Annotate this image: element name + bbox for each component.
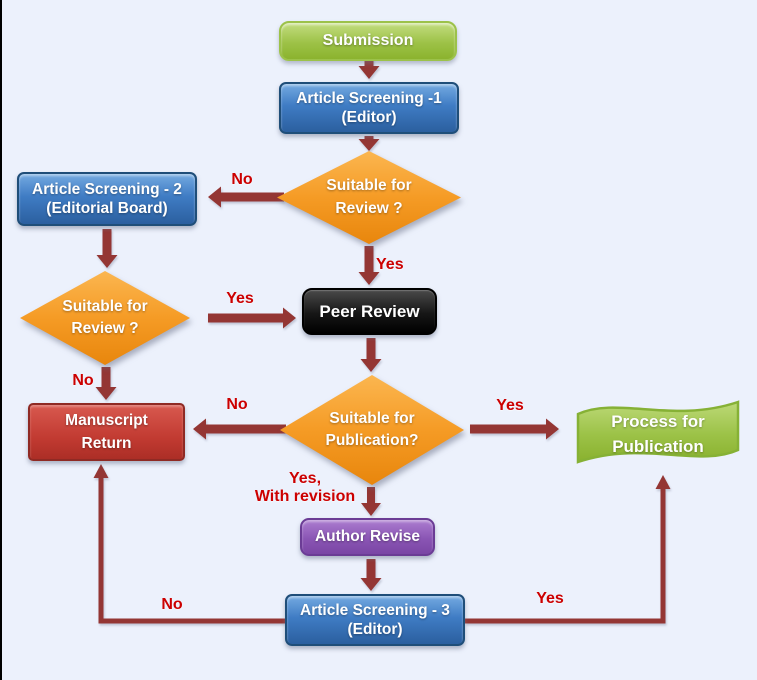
node-article-screening-2-line2: (Editorial Board) (46, 200, 168, 217)
arrow-peer-review-to-decision3 (360, 338, 382, 372)
edge-label-revision-line1: Yes, (288, 470, 322, 487)
decision2-line1: Suitable for (62, 297, 148, 315)
edge-label-screening3-no: No (161, 596, 183, 613)
arrowhead-screening3-yes-up (655, 475, 671, 489)
arrow-decision1-no-to-screening2 (208, 186, 284, 208)
decision2-line2: Review ? (71, 320, 139, 337)
node-manuscript-return: Manuscript Return (28, 403, 185, 461)
edge-label-screening3-yes: Yes (536, 590, 564, 607)
node-article-screening-3-line2: (Editor) (347, 621, 403, 638)
node-article-screening-3-line1: Article Screening - 3 (300, 601, 450, 619)
node-article-screening-2-line1: Article Screening - 2 (32, 180, 182, 198)
line-screening3-no-elbow (98, 476, 285, 624)
node-submission-label: Submission (322, 32, 414, 49)
edge-label-decision2-yes: Yes (226, 290, 254, 307)
edge-label-decision1-no: No (231, 171, 253, 188)
arrowhead-screening3-no-up (93, 464, 109, 478)
node-peer-review-label: Peer Review (319, 301, 420, 321)
node-article-screening-1-line2: (Editor) (341, 109, 397, 126)
decision1-line2: Review ? (335, 199, 403, 217)
decision-suitable-for-review-2: Suitable for Review ? (20, 271, 190, 365)
node-author-revise-label: Author Revise (314, 528, 421, 546)
edge-label-decision3-revision: Yes, With revision (246, 470, 364, 507)
arrow-author-revise-to-screening3 (360, 559, 382, 591)
node-submission: Submission (279, 21, 457, 61)
edge-label-decision2-no: No (72, 372, 94, 389)
arrow-screening1-to-decision1 (358, 136, 380, 151)
decision1-line1: Suitable for (326, 177, 412, 195)
arrow-decision2-yes-to-peer-review (208, 307, 296, 329)
edge-label-decision1-yes: Yes (376, 256, 404, 273)
node-peer-review: Peer Review (302, 288, 437, 335)
decision-suitable-for-review-1: Suitable for Review ? (277, 151, 461, 244)
decision3-line1: Suitable for (329, 409, 415, 427)
node-article-screening-1-line1: Article Screening -1 (296, 89, 442, 107)
arrow-decision3-no-to-manuscript-return (193, 418, 286, 440)
arrow-decision3-yes-to-process (470, 418, 559, 440)
node-process-for-publication: Process for Publication (572, 394, 744, 472)
node-process-line2: Publication (612, 437, 704, 456)
arrow-decision1-yes-to-peer-review (358, 246, 380, 285)
wave-flag-shape (576, 400, 740, 464)
node-article-screening-1: Article Screening -1 (Editor) (279, 82, 459, 134)
left-border-line (0, 0, 2, 680)
edge-label-decision3-yes: Yes (496, 397, 524, 414)
decision3-line2: Publication? (325, 432, 419, 449)
edge-label-revision-line2: With revision (254, 488, 356, 506)
arrow-screening2-to-decision2 (96, 229, 118, 268)
arrow-decision3-revision-to-author-revise (361, 487, 381, 516)
line-screening3-yes-elbow (465, 487, 666, 624)
node-article-screening-3: Article Screening - 3 (Editor) (285, 594, 465, 646)
edge-label-decision3-no: No (226, 396, 248, 413)
node-manuscript-return-line2: Return (81, 435, 132, 452)
node-manuscript-return-line1: Manuscript (65, 411, 148, 429)
arrow-submission-to-screening1 (358, 58, 380, 79)
node-process-line1: Process for (611, 411, 705, 431)
decision-suitable-for-publication: Suitable for Publication? (280, 375, 464, 485)
node-article-screening-2: Article Screening - 2 (Editorial Board) (17, 172, 197, 226)
node-author-revise: Author Revise (300, 518, 435, 556)
arrow-decision2-no-to-manuscript-return (95, 367, 117, 400)
